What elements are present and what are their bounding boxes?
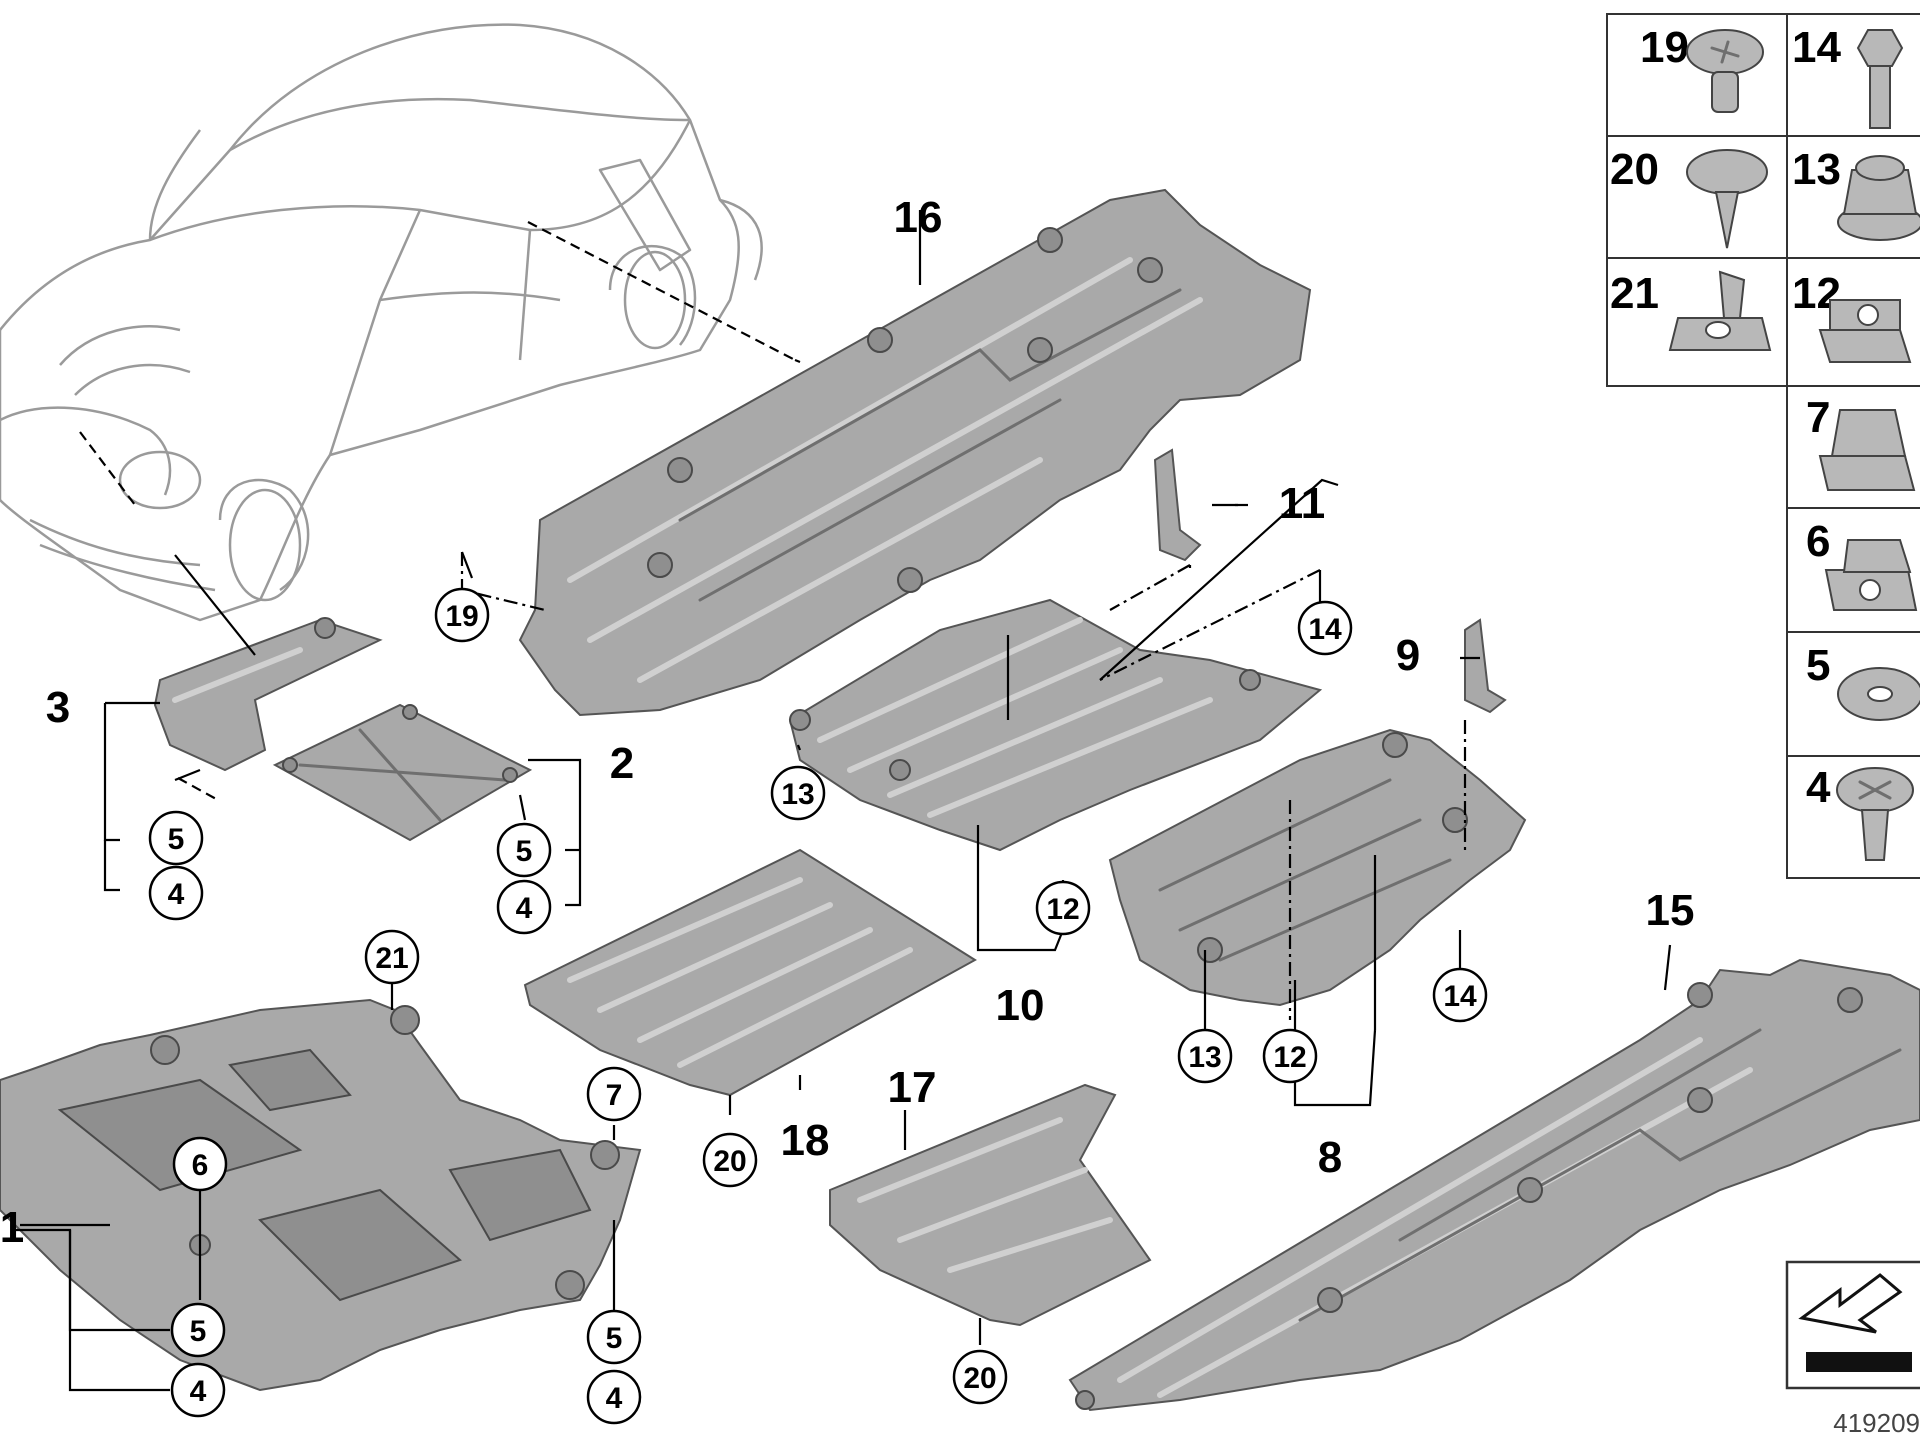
spring-nut-icon <box>1818 299 1912 363</box>
screw-icon <box>1686 149 1768 249</box>
legend-num-13: 13 <box>1792 145 1841 194</box>
part-18-panel <box>523 848 977 1097</box>
part-3-bracket <box>153 617 383 772</box>
legend-num-19: 19 <box>1640 23 1689 72</box>
label-part-2: 2 <box>610 739 634 788</box>
clip-nut-icon <box>1668 270 1772 351</box>
label-part-15: 15 <box>1646 886 1695 935</box>
label-part-18: 18 <box>781 1116 830 1165</box>
part-15-underbody-panel <box>1068 958 1920 1412</box>
svg-text:12: 12 <box>1046 893 1079 926</box>
part-17-panel <box>829 1083 1152 1327</box>
part-8-tray <box>1108 728 1527 1007</box>
svg-text:4: 4 <box>606 1382 623 1415</box>
car-outline-illustration <box>0 23 763 622</box>
legend-num-21: 21 <box>1610 269 1659 318</box>
svg-text:5: 5 <box>190 1315 207 1348</box>
u-nut-icon <box>1818 409 1916 491</box>
callout-5-part1-right: 5 <box>586 1309 642 1365</box>
label-part-11: 11 <box>1279 479 1326 528</box>
svg-text:4: 4 <box>516 892 533 925</box>
view-direction-symbol <box>1785 1260 1920 1390</box>
svg-text:5: 5 <box>606 1322 623 1355</box>
svg-text:20: 20 <box>713 1145 746 1178</box>
callout-4-part2: 4 <box>496 879 552 935</box>
label-part-17: 17 <box>888 1063 937 1112</box>
clip-nut-icon <box>1824 539 1918 611</box>
legend-num-14: 14 <box>1792 23 1841 72</box>
svg-text:4: 4 <box>168 878 185 911</box>
part-2-plate <box>272 703 533 842</box>
callout-14-bottom: 14 <box>1432 967 1488 1023</box>
svg-text:14: 14 <box>1443 980 1477 1013</box>
callout-5-part3: 5 <box>148 810 204 866</box>
label-part-16: 16 <box>894 193 943 242</box>
svg-text:4: 4 <box>190 1375 207 1408</box>
label-part-1: 1 <box>0 1203 24 1252</box>
part-16-underbody-panel <box>518 188 1312 717</box>
svg-text:5: 5 <box>168 823 185 856</box>
legend-num-20: 20 <box>1610 145 1659 194</box>
svg-text:13: 13 <box>781 778 814 811</box>
svg-text:7: 7 <box>606 1079 623 1112</box>
part-9-bracket <box>1464 618 1507 714</box>
svg-text:21: 21 <box>375 942 408 975</box>
callout-4-part1-right: 4 <box>586 1369 642 1425</box>
bolt-icon <box>1856 29 1904 129</box>
callout-4-part1-left: 4 <box>170 1362 226 1418</box>
svg-text:6: 6 <box>192 1149 209 1182</box>
callout-20-part17: 20 <box>952 1349 1008 1405</box>
svg-text:19: 19 <box>445 600 478 633</box>
part-labels: 16 11 3 2 9 10 15 18 17 8 1 <box>0 193 1694 1252</box>
callout-12-bottom: 12 <box>1262 1028 1318 1084</box>
part-10-tray <box>788 598 1323 852</box>
part-11-bracket <box>1153 448 1202 562</box>
label-part-3: 3 <box>46 683 70 732</box>
callout-6: 6 <box>172 1136 228 1192</box>
svg-text:14: 14 <box>1308 613 1342 646</box>
label-part-9: 9 <box>1396 631 1420 680</box>
legend-num-5: 5 <box>1806 641 1830 690</box>
diagram-number: 419209 <box>1833 1408 1920 1438</box>
callout-20-part18: 20 <box>702 1132 758 1188</box>
svg-text:12: 12 <box>1273 1041 1306 1074</box>
callout-19: 19 <box>434 587 490 643</box>
part-1-front-underbody <box>0 998 642 1392</box>
svg-text:13: 13 <box>1188 1041 1221 1074</box>
svg-text:5: 5 <box>516 835 533 868</box>
hex-nut-icon <box>1837 155 1920 241</box>
svg-text:20: 20 <box>963 1362 996 1395</box>
legend-num-4: 4 <box>1806 763 1831 812</box>
washer-icon <box>1837 667 1920 721</box>
fastener-legend: 19 14 20 13 21 12 7 6 5 4 <box>1606 13 1920 879</box>
callout-21: 21 <box>364 929 420 985</box>
callout-13-bottom: 13 <box>1177 1028 1233 1084</box>
label-part-10: 10 <box>996 981 1045 1030</box>
callout-13-top: 13 <box>770 765 826 821</box>
label-part-8: 8 <box>1318 1133 1342 1182</box>
callout-14-top: 14 <box>1297 600 1353 656</box>
callout-5-part2: 5 <box>496 822 552 878</box>
callout-7: 7 <box>586 1066 642 1122</box>
callout-4-part3: 4 <box>148 865 204 921</box>
clip-rivet-icon <box>1686 29 1764 113</box>
expanding-rivet-icon <box>1836 767 1914 861</box>
legend-num-7: 7 <box>1806 393 1830 442</box>
callout-12-top: 12 <box>1035 880 1091 936</box>
callout-5-part1-left: 5 <box>170 1302 226 1358</box>
legend-num-6: 6 <box>1806 517 1830 566</box>
